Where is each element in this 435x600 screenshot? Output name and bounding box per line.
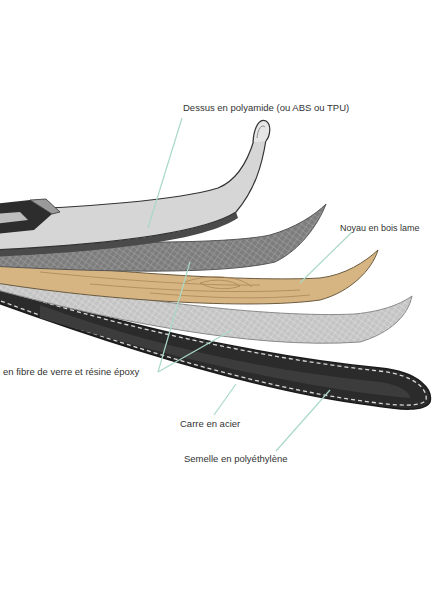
part-label: en fibre de verre et résine époxy (3, 366, 139, 378)
leader-lines (148, 118, 352, 451)
part-label: Dessus en polyamide (ou ABS ou TPU) (183, 102, 349, 114)
part-label: Semelle en polyéthylène (184, 453, 288, 465)
part-label: Carre en acier (180, 418, 240, 430)
part-label: Noyau en bois lame (340, 222, 420, 234)
topsheet-layer (0, 120, 270, 257)
